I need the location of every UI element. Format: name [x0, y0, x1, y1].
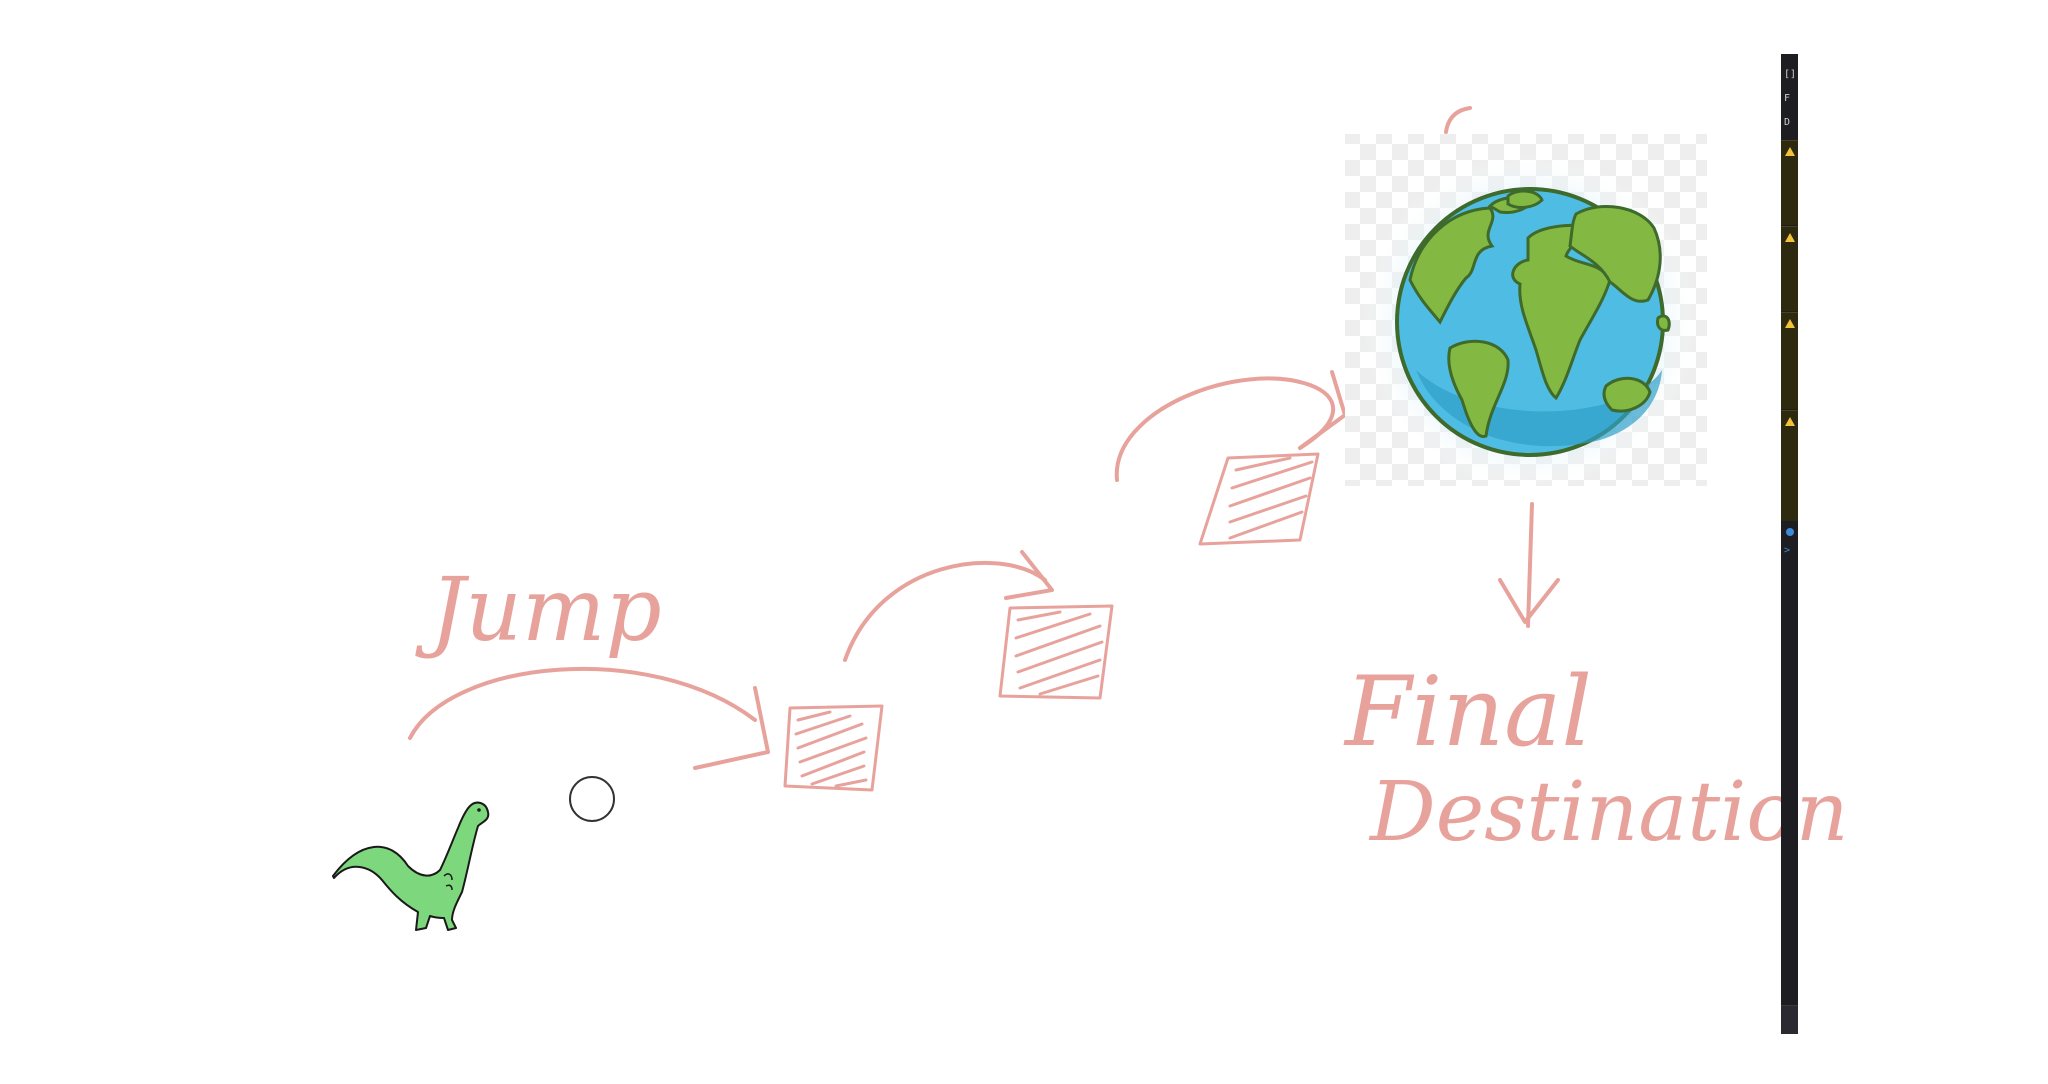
warning-row-2[interactable] — [1781, 226, 1798, 311]
destination-label: Destination — [1368, 765, 1849, 860]
jump-label: Jump — [415, 558, 662, 661]
down-arrow — [1498, 502, 1560, 628]
final-label: Final — [1343, 656, 1592, 768]
info-dot-icon — [1786, 528, 1794, 536]
warning-row-4[interactable] — [1781, 410, 1798, 521]
earth-globe-icon — [1395, 187, 1671, 457]
panel-toggle-icon[interactable]: [] — [1784, 69, 1797, 80]
circle-cursor-icon[interactable] — [569, 776, 615, 822]
panel-filter-label[interactable]: F — [1784, 93, 1791, 104]
earth-image[interactable] — [1345, 134, 1707, 490]
dinosaur-icon[interactable] — [332, 801, 490, 931]
warning-icon — [1785, 319, 1795, 328]
jump-arrow — [408, 666, 770, 770]
side-panel[interactable]: [] F D > — [1781, 54, 1798, 1034]
platform-box-2 — [998, 604, 1114, 700]
warning-row-1[interactable] — [1781, 140, 1798, 225]
panel-scrollbar[interactable] — [1781, 1005, 1798, 1034]
warning-row-3[interactable] — [1781, 312, 1798, 409]
arrow-to-box-2 — [843, 550, 1054, 662]
platform-box-1 — [783, 704, 884, 792]
warning-icon — [1785, 233, 1795, 242]
platform-box-3 — [1198, 452, 1320, 546]
expand-prompt-icon[interactable]: > — [1784, 545, 1791, 556]
stray-stroke — [1444, 106, 1472, 134]
warning-icon — [1785, 417, 1795, 426]
warning-icon — [1785, 147, 1795, 156]
panel-d-label[interactable]: D — [1784, 117, 1791, 128]
